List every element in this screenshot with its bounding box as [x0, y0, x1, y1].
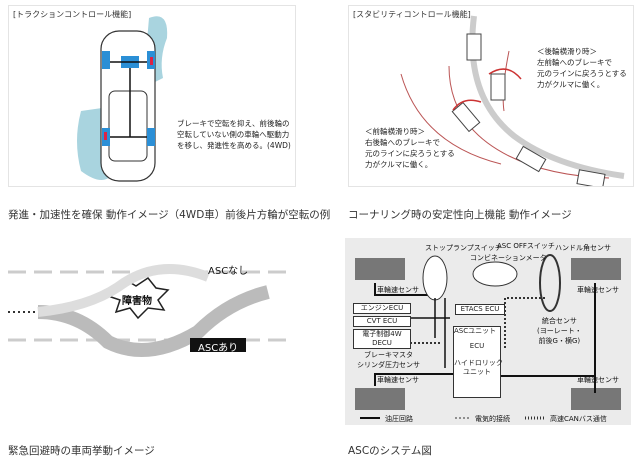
asc-with-label: ASCあり [198, 343, 239, 354]
asc-off-switch-label: ASC OFFスイッチ [497, 242, 555, 250]
stop-lamp-switch-label: ストップランプスイッチ [425, 244, 502, 252]
figure-caption: コーナリング時の安定性向上機能 動作イメージ [348, 209, 572, 221]
figure-tag: [スタビリティコントロール機能] [353, 10, 471, 19]
traction-control-figure: [トラクションコントロール機能] ブレーキで空転を抑え、前後輪の 空転していない… [8, 5, 296, 187]
meter-label: コンビネーションメータ [470, 254, 547, 262]
combined-sensor-label: 統合センサ (ヨーレート・ 前後G・横G) [537, 317, 582, 345]
hydraulic-unit-label: ハイドロリック ユニット [454, 359, 503, 376]
figure-tag: [トラクションコントロール機能] [13, 10, 132, 19]
wheel-speed-label: 車輪速センサ [577, 286, 619, 294]
steering-sensor-label: ハンドル角センサ [555, 244, 611, 252]
figure-caption: 発進・加速性を確保 動作イメージ（4WD車）前後片方輪が空転の例 [8, 209, 331, 221]
engine-ecu-box: エンジンECU [353, 303, 411, 314]
asc-unit-box: ASCユニット ECU ハイドロリック ユニット [453, 326, 503, 398]
asc-without-label: ASCなし [208, 266, 249, 277]
figure-caption: ASCのシステム図 [348, 445, 432, 457]
figure-caption: 緊急回避時の車両挙動イメージ [8, 445, 155, 457]
wheel-speed-label: 車輪速センサ [377, 286, 419, 294]
avoidance-illustration [8, 264, 294, 357]
ecu-label: ECU [469, 342, 485, 350]
4wd-ecu-box: 電子制御4W DECU [353, 329, 411, 349]
wheel-speed-label: 車輪速センサ [577, 376, 619, 384]
legend-hydraulic: 油圧回路 [385, 415, 413, 423]
stability-control-figure: [スタビリティコントロール機能] ＜後輪横滑り時＞ 左前輪へのブレーキで 元のラ… [348, 5, 634, 187]
car-topview-illustration [77, 16, 168, 182]
obstacle-label: 障害物 [122, 296, 152, 307]
asc-system-diagram: ストップランプスイッチ ASC OFFスイッチ ハンドル角センサ コンビネーショ… [345, 238, 631, 425]
figure-note: ブレーキで空転を抑え、前後輪の 空転していない側の車輪へ駆動力 を移し、発進性を… [177, 119, 291, 150]
legend-can: 高速CANバス通信 [550, 415, 607, 423]
rear-skid-note: ＜後輪横滑り時＞ 左前輪へのブレーキで 元のラインに戻ろうとする 力がクルマに働… [537, 47, 627, 89]
legend-electrical: 電気的接続 [475, 415, 510, 423]
system-wiring [355, 254, 621, 420]
wheel-speed-label: 車輪速センサ [377, 376, 419, 384]
cvt-ecu-box: CVT ECU [353, 316, 411, 327]
etacs-ecu-box: ETACS ECU [455, 304, 505, 315]
emergency-avoidance-figure: ASCなし 障害物 ASCあり [8, 240, 294, 380]
brake-master-sensor-label: ブレーキマスタ シリンダ圧力センサ [357, 351, 420, 369]
asc-unit-label: ASCユニット [454, 327, 497, 335]
cornering-illustration [400, 15, 625, 186]
front-skid-note: ＜前輪横滑り時＞ 右後輪へのブレーキで 元のラインに戻ろうとする 力がクルマに働… [365, 127, 455, 169]
